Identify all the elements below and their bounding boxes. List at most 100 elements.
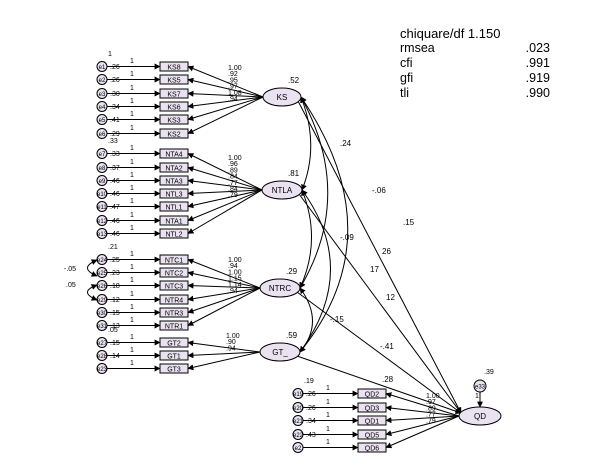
fixed-weight: 1 xyxy=(326,426,330,433)
error-term xyxy=(96,128,108,139)
error-variance: .41 xyxy=(110,117,120,124)
path-coefficient: -.15 xyxy=(330,315,344,324)
fixed-weight: 1 xyxy=(130,225,134,232)
error-term xyxy=(96,88,108,99)
correlation-arc xyxy=(299,189,331,353)
loading-arrow xyxy=(187,65,264,98)
fixed-weight: 1 xyxy=(326,385,330,392)
loading-arrow xyxy=(187,189,263,222)
latent-variance: .59 xyxy=(286,331,298,340)
error-term xyxy=(96,267,108,278)
loading-arrow xyxy=(187,351,261,371)
loading-value: 1.00 xyxy=(228,65,242,72)
error-term xyxy=(96,162,108,173)
error-variance: .43 xyxy=(306,432,316,439)
loading-value: .94 xyxy=(226,345,236,352)
loading-value: .90 xyxy=(226,339,236,346)
fixed-weight: 1 xyxy=(130,291,134,298)
fit-value: .023 xyxy=(525,41,550,55)
loading-value: 1.00 xyxy=(226,333,240,340)
disturbance-term xyxy=(473,379,487,393)
error-term xyxy=(96,363,108,374)
loading-value: .77 xyxy=(426,412,436,419)
latent-ks: KS xyxy=(262,87,302,107)
loading-value: 1.14 xyxy=(228,282,242,289)
error-term xyxy=(292,429,304,440)
fixed-weight: 1 xyxy=(130,125,134,132)
error-term xyxy=(96,148,108,159)
fixed-weight: 1 xyxy=(130,212,134,219)
indicator-box xyxy=(159,148,189,159)
error-term xyxy=(96,201,108,212)
loading-value: 1.00 xyxy=(228,269,242,276)
correlation-value: -.09 xyxy=(340,233,354,242)
latent-ellipse xyxy=(262,87,302,107)
correlation-value: 17 xyxy=(370,265,379,274)
loading-arrow xyxy=(187,189,263,197)
fixed-weight: 1 xyxy=(130,98,134,105)
error-term xyxy=(96,307,108,318)
loading-value: .89 xyxy=(228,167,238,174)
correlation-value: 26 xyxy=(382,247,391,256)
loading-value: .84 xyxy=(228,186,238,193)
correlation-value: .15 xyxy=(403,218,415,227)
fixed-weight: 1 xyxy=(130,198,134,205)
loading-arrow xyxy=(187,270,261,289)
fixed-weight: 1 xyxy=(130,85,134,92)
fixed-weight: 1 xyxy=(475,393,479,400)
loading-arrow xyxy=(187,90,264,98)
loading-value: .79 xyxy=(426,418,436,425)
error-term xyxy=(292,388,304,399)
fixed-weight: 1 xyxy=(326,412,330,419)
indicator-box xyxy=(159,267,189,278)
error-term xyxy=(96,61,108,72)
correlation-arc xyxy=(299,287,313,353)
error-variance: .46 xyxy=(110,231,120,238)
loading-value: .89 xyxy=(426,405,436,412)
error-term xyxy=(292,442,304,453)
error-variance: .13 xyxy=(110,323,120,330)
indicator-box xyxy=(159,350,189,361)
loading-value: .92 xyxy=(228,71,238,78)
fixed-weight: 1 xyxy=(130,264,134,271)
error-term xyxy=(96,350,108,361)
structural-path xyxy=(296,291,462,414)
latent-qd: QD xyxy=(458,406,502,426)
indicator-box xyxy=(357,415,387,426)
correlation-value: 12 xyxy=(386,293,395,302)
error-term xyxy=(292,402,304,413)
fixed-weight: 1 xyxy=(130,145,134,152)
group-variance: .05 xyxy=(108,327,118,334)
group-variance: .21 xyxy=(108,244,118,251)
group-variance: .33 xyxy=(108,138,118,145)
indicator-box xyxy=(357,402,387,413)
fixed-weight: 1 xyxy=(130,185,134,192)
fixed-weight: 1 xyxy=(130,304,134,311)
loading-arrow xyxy=(187,153,263,191)
error-variance: .46 xyxy=(110,218,120,225)
loading-arrow xyxy=(385,415,460,424)
indicator-box xyxy=(159,88,189,99)
correlation-arc xyxy=(299,96,349,353)
loading-arrow xyxy=(187,96,264,121)
loading-arrow xyxy=(187,77,264,98)
fit-title: chiquare/df 1.150 xyxy=(400,26,501,41)
disturbance-label: e33 xyxy=(475,385,486,391)
loading-value: .77 xyxy=(228,180,238,187)
loading-arrow xyxy=(385,415,460,449)
loading-arrow xyxy=(385,392,460,417)
path-coefficient: -.41 xyxy=(380,342,394,351)
latent-ntrc: NTRC xyxy=(259,278,301,298)
loading-value: 1.00 xyxy=(426,393,440,400)
error-covariance-value: -.05 xyxy=(64,266,76,273)
group-variance: 1 xyxy=(108,51,112,58)
error-covariance xyxy=(87,284,98,301)
loading-arrow xyxy=(385,415,460,437)
loading-value: .94 xyxy=(228,288,238,295)
indicator-box xyxy=(357,442,387,453)
loading-arrow xyxy=(385,405,460,417)
error-variance: .34 xyxy=(110,104,120,111)
indicator-box xyxy=(159,337,189,348)
loading-arrow xyxy=(187,96,264,134)
latent-ellipse xyxy=(259,278,301,298)
